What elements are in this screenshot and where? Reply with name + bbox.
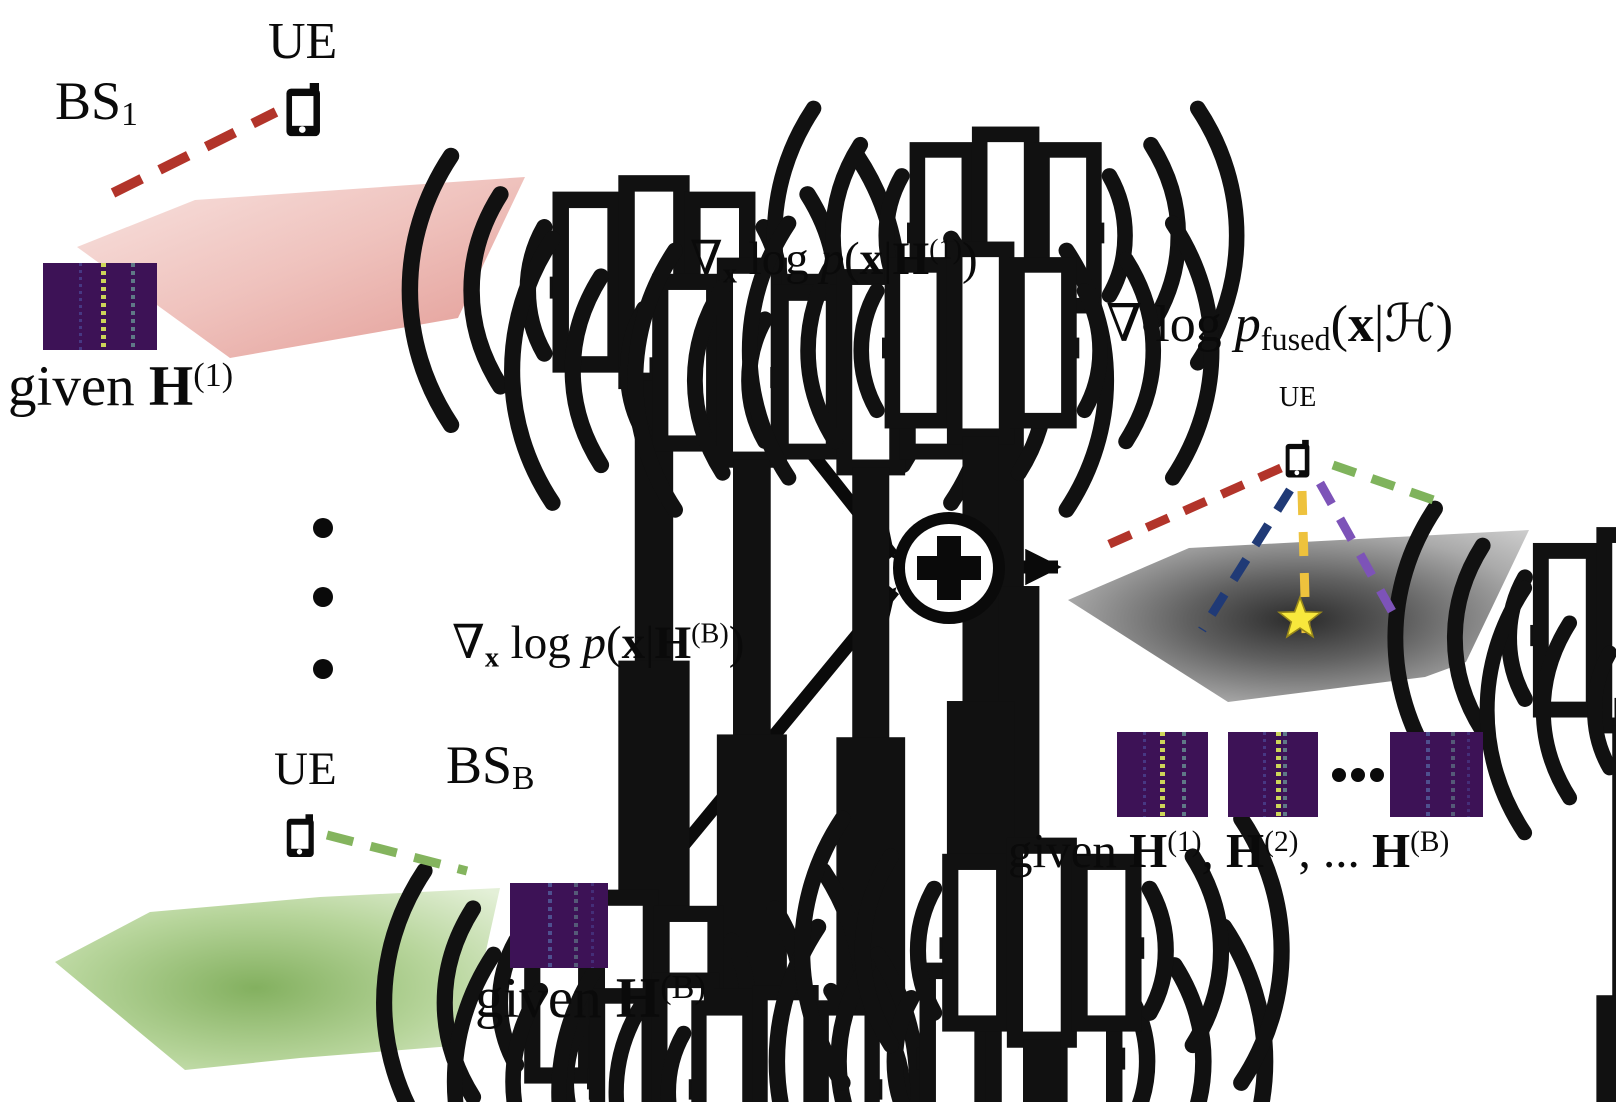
math-part: ) xyxy=(962,233,978,285)
math-part: p xyxy=(582,617,606,669)
fused-score-label: ∇ log pfused(x|ℋ) xyxy=(1106,296,1454,355)
bs1-label: BS1 xyxy=(55,71,138,131)
math-part: H xyxy=(148,355,194,418)
math-part: x xyxy=(621,617,646,669)
math-part: (B) xyxy=(660,969,706,1007)
math-part: given xyxy=(8,355,149,418)
math-part: | xyxy=(1373,296,1385,353)
math-part: H xyxy=(1371,823,1411,878)
nabla-symbol: ∇ xyxy=(690,233,723,285)
math-part: ( xyxy=(843,233,860,285)
ue-phone-icon xyxy=(1285,439,1310,478)
given-hB-caption: given H(B) xyxy=(475,970,706,1027)
math-part: x xyxy=(722,258,737,290)
math-part: H xyxy=(1129,823,1168,878)
nabla-symbol: ∇ xyxy=(452,617,485,669)
bs1-base: BS xyxy=(55,71,122,131)
vertical-ellipsis-dot xyxy=(313,518,333,538)
ue1-label: UE xyxy=(268,13,338,70)
radio-link-dashed xyxy=(1316,480,1402,625)
bsB-sub: B xyxy=(512,760,535,798)
bsB-base: BS xyxy=(446,735,513,795)
ue-phone-icon xyxy=(286,83,320,137)
score-gradient-label-1: ∇x log p(x|H(1)) xyxy=(690,233,978,289)
coverage-region-bsB xyxy=(55,888,500,1070)
math-part: ) xyxy=(728,617,745,669)
radio-link-dashed xyxy=(110,107,279,198)
math-part: | xyxy=(645,617,655,669)
math-part: (B) xyxy=(1410,825,1450,858)
math-part: (B) xyxy=(691,618,729,650)
math-part: fused xyxy=(1260,321,1331,358)
radio-link-dashed xyxy=(1297,490,1311,634)
bsB-label: BSB xyxy=(446,735,534,795)
math-part: p xyxy=(1234,296,1261,353)
math-part: (1) xyxy=(929,234,962,266)
math-part: , ... xyxy=(1298,823,1372,878)
math-part: H xyxy=(615,967,661,1030)
ue3-label: UE xyxy=(1279,382,1317,413)
ue2-label: UE xyxy=(274,743,337,795)
math-part: log xyxy=(498,617,583,669)
math-part: ( xyxy=(1330,296,1348,353)
radio-link-dashed xyxy=(325,830,469,876)
math-part: H xyxy=(892,233,930,285)
vertical-ellipsis-dot xyxy=(313,659,333,679)
spectrogram-fused-B xyxy=(1390,732,1483,817)
radio-link-dashed xyxy=(1094,463,1283,555)
math-part: x xyxy=(859,233,884,285)
horizontal-ellipsis-dot xyxy=(1370,768,1384,782)
radio-link-dashed xyxy=(1198,487,1294,633)
given-all-caption: given H(1), H(2), ... H(B) xyxy=(1008,826,1449,875)
given-h1-caption: given H(1) xyxy=(8,358,233,415)
spectrogram-hB xyxy=(510,883,608,968)
math-part: H xyxy=(654,617,692,669)
spectrogram-fused-1 xyxy=(1117,732,1208,817)
math-part: , xyxy=(1201,823,1227,878)
script-H-symbol: ℋ xyxy=(1384,294,1436,354)
bs1-sub: 1 xyxy=(121,96,138,134)
math-part: given xyxy=(1008,823,1130,878)
score-gradient-label-B: ∇x log p(x|H(B)) xyxy=(452,617,745,673)
math-part: x xyxy=(484,642,499,674)
math-part: x xyxy=(1347,296,1374,353)
math-part: (1) xyxy=(193,357,234,395)
math-part: (1) xyxy=(1167,825,1202,858)
horizontal-ellipsis-dot xyxy=(1351,768,1365,782)
vertical-ellipsis-dot xyxy=(313,587,333,607)
spectrogram-h1 xyxy=(43,263,157,350)
radio-link-dashed xyxy=(1331,460,1450,510)
math-part: H xyxy=(1226,823,1265,878)
nabla-symbol: ∇ log xyxy=(1106,296,1235,353)
math-part: given xyxy=(475,967,616,1030)
spectrogram-fused-2 xyxy=(1228,732,1318,817)
math-part: ) xyxy=(1435,296,1454,353)
math-part: p xyxy=(820,233,844,285)
horizontal-ellipsis-dot xyxy=(1332,768,1346,782)
math-part: ( xyxy=(605,617,622,669)
ue-phone-icon xyxy=(286,814,314,857)
math-part: | xyxy=(883,233,893,285)
math-part: (2) xyxy=(1264,825,1299,858)
math-part: log xyxy=(736,233,821,285)
